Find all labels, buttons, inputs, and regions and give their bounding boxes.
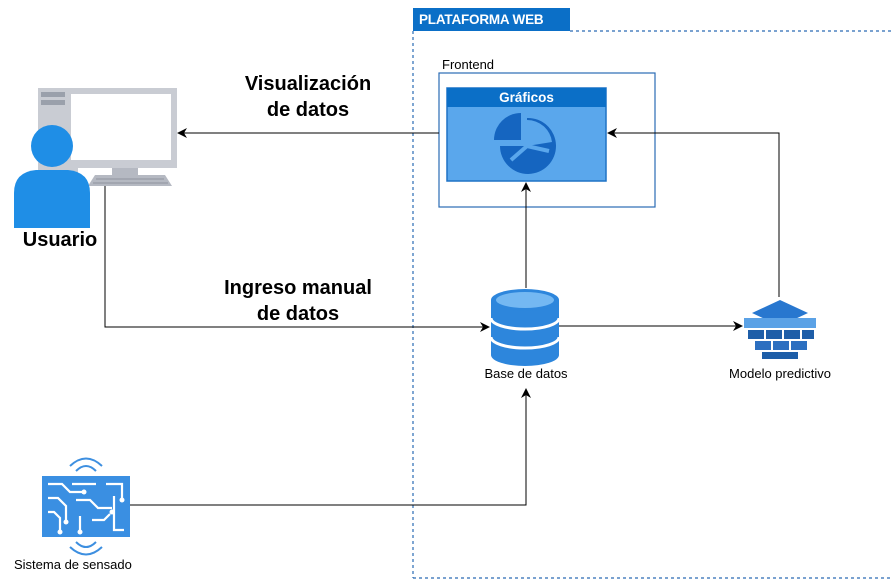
model-label: Modelo predictivo xyxy=(729,366,831,381)
platform-label: PLATAFORMA WEB xyxy=(413,8,570,31)
database-label: Base de datos xyxy=(484,366,568,381)
connector-model-to-graficos xyxy=(607,128,780,297)
graficos-title: Gráficos xyxy=(499,90,554,105)
platform-boundary xyxy=(412,30,892,579)
connector-user-to-database xyxy=(104,186,490,332)
visualization-label-line2: de datos xyxy=(266,99,350,121)
user-computer-icon xyxy=(14,88,177,228)
model-cubes-icon xyxy=(744,300,816,359)
manual-input-label: Ingreso manual de datos xyxy=(198,275,398,327)
visualization-label-line1: Visualización xyxy=(244,73,372,95)
visualization-label: Visualización de datos xyxy=(218,71,398,123)
sensor-circuit-icon xyxy=(42,457,130,556)
user-label: Usuario xyxy=(22,229,98,251)
database-icon xyxy=(489,289,561,366)
manual-input-label-line1: Ingreso manual xyxy=(224,277,372,299)
pie-chart-icon xyxy=(494,113,556,174)
manual-input-label-line2: de datos xyxy=(256,303,340,325)
connector-sensor-to-database xyxy=(130,388,531,506)
frontend-label: Frontend xyxy=(442,57,495,72)
sensor-label: Sistema de sensado xyxy=(14,557,132,572)
